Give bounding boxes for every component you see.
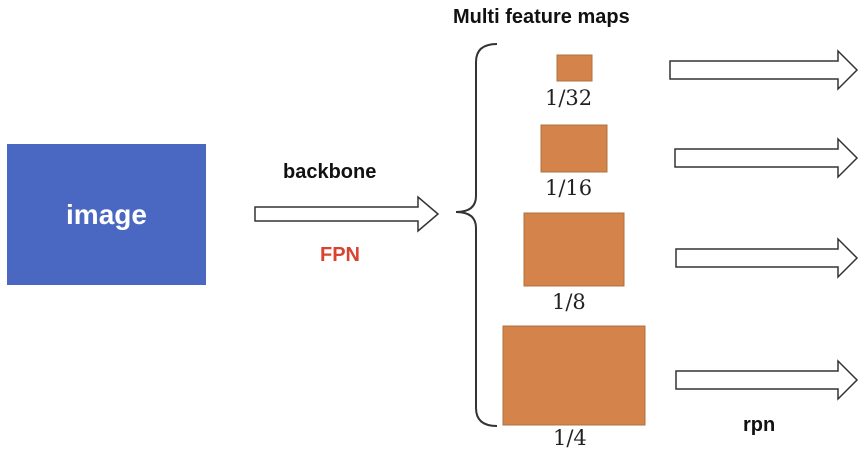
rpn-label: rpn bbox=[743, 414, 776, 436]
scale-label-1-32: 1/32 bbox=[545, 86, 593, 110]
diagram-title: Multi feature maps bbox=[453, 6, 630, 28]
fpn-label: FPN bbox=[320, 244, 360, 266]
scale-label-1-8: 1/8 bbox=[552, 290, 586, 314]
feature-map-1-16 bbox=[540, 124, 608, 173]
input-image-label: image bbox=[66, 198, 147, 230]
scale-label-1-16: 1/16 bbox=[545, 176, 593, 200]
input-image-box: image bbox=[7, 144, 206, 285]
output-arrow-2 bbox=[674, 137, 859, 179]
feature-map-1-8 bbox=[523, 212, 625, 287]
output-arrow-4 bbox=[675, 359, 859, 401]
output-arrow-1 bbox=[669, 49, 859, 91]
output-arrow-3 bbox=[675, 237, 859, 279]
backbone-arrow bbox=[254, 195, 440, 233]
curly-brace bbox=[455, 43, 498, 427]
feature-map-1-32 bbox=[556, 54, 593, 82]
backbone-label: backbone bbox=[283, 161, 377, 183]
feature-map-1-4 bbox=[502, 325, 646, 426]
scale-label-1-4: 1/4 bbox=[553, 426, 587, 450]
